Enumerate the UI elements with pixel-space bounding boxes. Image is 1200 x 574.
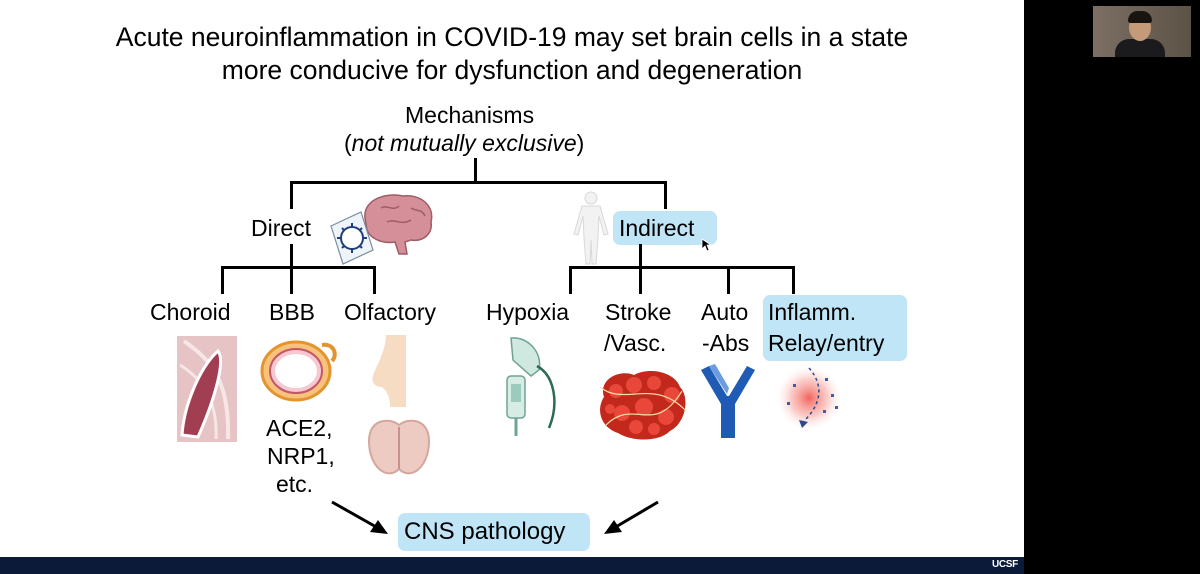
tree-line <box>290 181 667 184</box>
stroke-label: Stroke <box>605 299 672 325</box>
tree-line <box>639 266 642 294</box>
inflamm-highlight <box>763 295 907 361</box>
tree-line <box>290 181 293 209</box>
speaker-body <box>1115 39 1165 57</box>
indirect-highlight <box>613 211 717 245</box>
tree-line <box>221 266 376 269</box>
tree-line <box>569 266 795 269</box>
receptor-etc: etc. <box>276 471 314 497</box>
slide-title-line-1: Acute neuroinflammation in COVID-19 may … <box>115 22 909 52</box>
human-figure-icon <box>573 191 609 265</box>
tree-line <box>664 181 667 209</box>
video-sidebar <box>1024 0 1200 574</box>
relay-entry-label: Relay/entry <box>768 330 885 356</box>
tree-line <box>474 158 477 183</box>
blood-clot-icon <box>599 371 687 440</box>
inflammatory-relay-icon <box>775 364 843 432</box>
ucsf-logo: UCSF <box>991 559 1018 570</box>
olfactory-label: Olfactory <box>344 299 437 325</box>
tree-line <box>569 266 572 294</box>
tree-line <box>373 266 376 294</box>
tree-line <box>290 266 293 294</box>
nose-icon <box>372 335 406 407</box>
antibody-icon <box>701 364 755 438</box>
abs-label: -Abs <box>702 330 750 356</box>
bbb-label: BBB <box>269 299 316 325</box>
tree-line <box>727 266 730 294</box>
tree-line <box>792 266 795 294</box>
mechanisms-label: Mechanisms <box>405 102 535 128</box>
tree-line <box>221 266 224 294</box>
receptor-nrp1: NRP1, <box>267 443 335 469</box>
indirect-label: Indirect <box>619 215 695 241</box>
cns-pathology-highlight <box>398 513 590 551</box>
auto-label: Auto <box>701 299 749 325</box>
receptor-ace2: ACE2, <box>266 415 333 441</box>
mechanisms-subtitle: (not mutually exclusive) <box>344 130 585 156</box>
presentation-slide: Acute neuroinflammation in COVID-19 may … <box>0 0 1024 574</box>
arrows-to-outcome <box>331 500 659 534</box>
hypoxia-label: Hypoxia <box>486 299 570 325</box>
tree-line <box>290 244 293 268</box>
speaker-hair <box>1128 11 1152 23</box>
slide-title-line-2: more conducive for dysfunction and degen… <box>221 55 803 85</box>
cns-pathology-label: CNS pathology <box>404 518 566 545</box>
mouse-pointer-icon <box>701 238 713 252</box>
inflamm-label: Inflamm. <box>768 299 857 325</box>
direct-label: Direct <box>251 215 312 241</box>
choroid-label: Choroid <box>150 299 231 325</box>
speaker-video-thumbnail[interactable] <box>1093 6 1191 57</box>
brain-virus-icon <box>330 194 433 265</box>
vasc-label: /Vasc. <box>604 330 667 356</box>
choroid-plexus-icon <box>177 336 237 442</box>
slide-footer-bar: UCSF <box>0 557 1024 574</box>
olfactory-bulb-icon <box>367 419 431 475</box>
oxygen-mask-icon <box>506 337 556 436</box>
tree-line <box>639 244 642 268</box>
bbb-vessel-icon <box>260 340 337 402</box>
